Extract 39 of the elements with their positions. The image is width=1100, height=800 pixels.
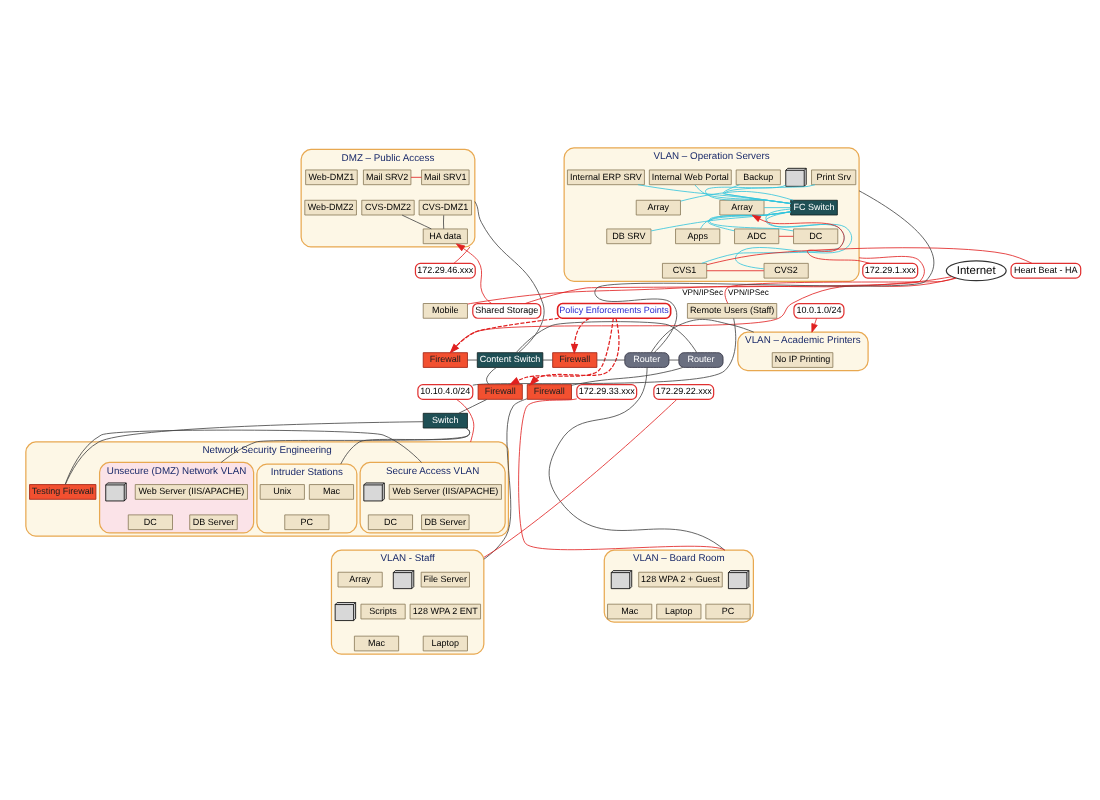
connector — [467, 358, 478, 360]
connector — [778, 234, 794, 236]
connector — [467, 275, 953, 304]
connector — [458, 398, 488, 413]
connector — [449, 276, 956, 352]
connector — [486, 366, 497, 384]
connector — [453, 245, 471, 263]
arrow — [751, 213, 871, 263]
connector — [401, 213, 432, 229]
connector — [483, 398, 678, 557]
connector — [706, 269, 765, 271]
connector — [410, 175, 422, 177]
connector — [763, 206, 792, 208]
arrow — [570, 316, 590, 354]
arrow — [456, 242, 492, 303]
arrow — [508, 316, 614, 385]
connector — [571, 366, 684, 385]
connector — [724, 183, 816, 203]
connector — [650, 318, 755, 352]
arrow — [528, 316, 620, 385]
connector — [518, 397, 726, 550]
connector — [706, 246, 1033, 265]
connector — [680, 190, 794, 201]
connector — [483, 397, 528, 559]
connector — [542, 358, 554, 360]
connector — [220, 426, 471, 462]
connector — [515, 320, 698, 352]
connector — [724, 276, 957, 303]
connector — [456, 398, 475, 442]
connector — [594, 189, 935, 353]
connector — [443, 213, 445, 229]
connector — [668, 358, 680, 360]
connector — [701, 210, 845, 263]
connector — [548, 366, 726, 550]
connector — [650, 210, 791, 231]
connector — [596, 358, 626, 360]
arrow — [449, 316, 560, 353]
connector — [525, 255, 925, 303]
arrow — [811, 316, 818, 332]
